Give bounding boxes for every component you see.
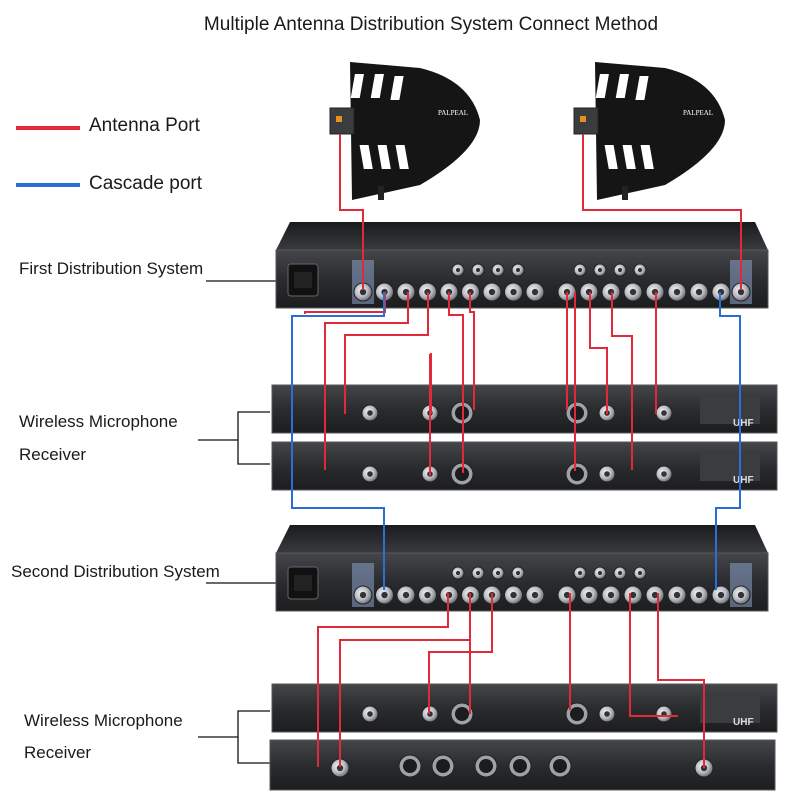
uhf-badge: UHF — [733, 475, 754, 486]
second-system-label: Second Distribution System — [11, 562, 220, 581]
receiver-group-1-line1: Wireless Microphone — [19, 412, 178, 431]
antenna-brand-label: PALPEAL — [438, 109, 468, 117]
antenna-icon: PALPEAL — [573, 62, 725, 200]
antenna-icon: PALPEAL — [329, 62, 480, 200]
receiver-group-2-line2: Receiver — [24, 743, 92, 762]
uhf-badge: UHF — [733, 418, 754, 429]
page-title: Multiple Antenna Distribution System Con… — [203, 14, 659, 35]
cascade-port-wires — [291, 292, 741, 590]
receiver-group-1-line2: Receiver — [19, 445, 87, 464]
receiver-3: UHF — [271, 683, 778, 733]
first-system-label: First Distribution System — [19, 259, 204, 278]
receiver-group-2-line1: Wireless Microphone — [24, 711, 183, 730]
label-pointers — [198, 280, 276, 764]
receiver-1: UHF — [271, 384, 778, 434]
antenna-brand-label: PALPEAL — [683, 109, 713, 117]
second-distribution-system — [275, 525, 769, 612]
antenna-port-wires — [304, 134, 742, 768]
receiver-2: UHF — [271, 441, 778, 491]
legend-antenna-swatch — [16, 126, 80, 130]
first-distribution-system — [275, 222, 769, 309]
uhf-badge: UHF — [733, 717, 754, 728]
legend-antenna-label: Antenna Port — [89, 115, 200, 136]
legend-cascade-label: Cascade port — [89, 173, 203, 194]
receiver-4 — [269, 739, 776, 791]
legend-cascade-swatch — [16, 183, 80, 187]
